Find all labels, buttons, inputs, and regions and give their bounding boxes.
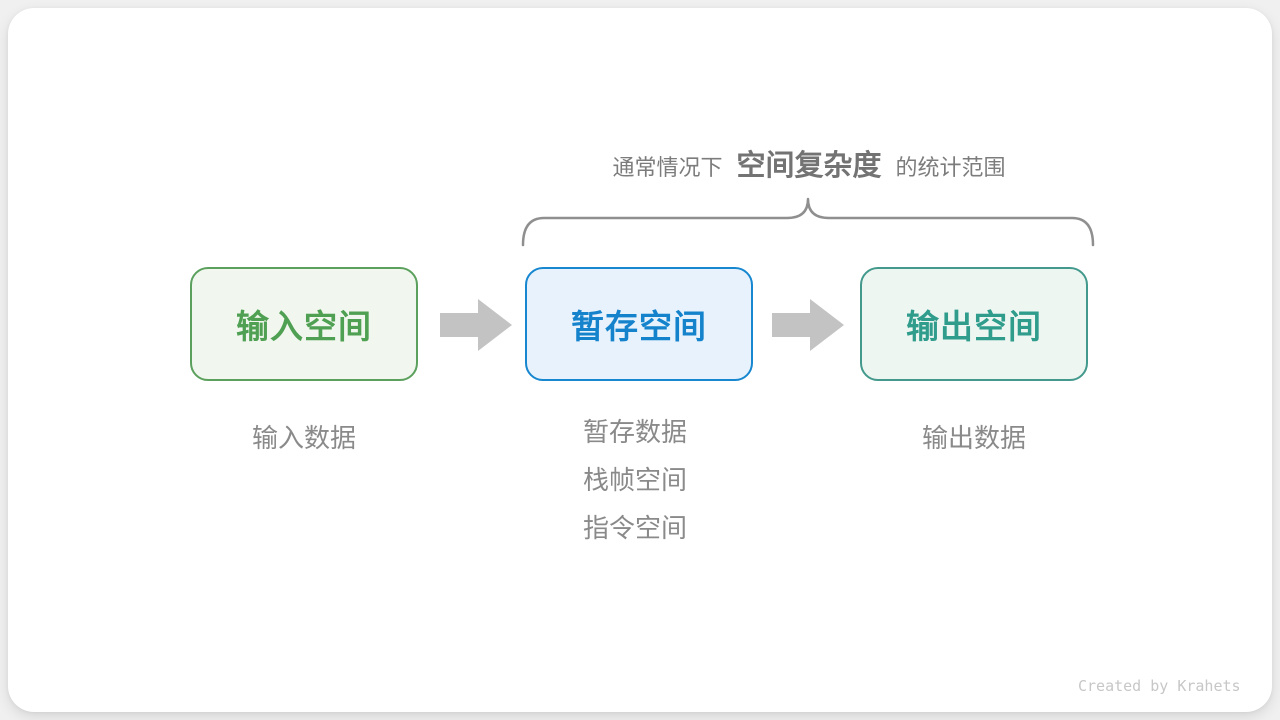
box-temp-space: 暂存空间 [525, 267, 753, 381]
arrow-right-icon [440, 299, 512, 351]
arrow-right-icon [772, 299, 844, 351]
box-temp-space-label: 暂存空间 [571, 307, 707, 346]
box-input-space-label: 输入空间 [236, 307, 372, 346]
note-stack-frame: 栈帧空间 [583, 466, 688, 496]
note-temp-data: 暂存数据 [583, 418, 688, 448]
note-instruction-space: 指令空间 [583, 514, 688, 544]
title-highlight: 空间复杂度 [736, 148, 882, 182]
credit-text: Created by Krahets [1078, 677, 1241, 695]
title-suffix: 的统计范围 [895, 156, 1006, 181]
note-input-data: 输入数据 [251, 424, 356, 454]
title-prefix: 通常情况下 [612, 156, 723, 181]
box-output-space-label: 输出空间 [906, 307, 1042, 346]
curly-brace-icon [521, 197, 1095, 247]
note-output-data: 输出数据 [921, 424, 1026, 454]
box-input-space: 输入空间 [190, 267, 418, 381]
box-output-space: 输出空间 [860, 267, 1088, 381]
note-temp-list: 暂存数据 栈帧空间 指令空间 [583, 409, 687, 553]
diagram-title: 通常情况下 空间复杂度 的统计范围 [523, 142, 1095, 184]
